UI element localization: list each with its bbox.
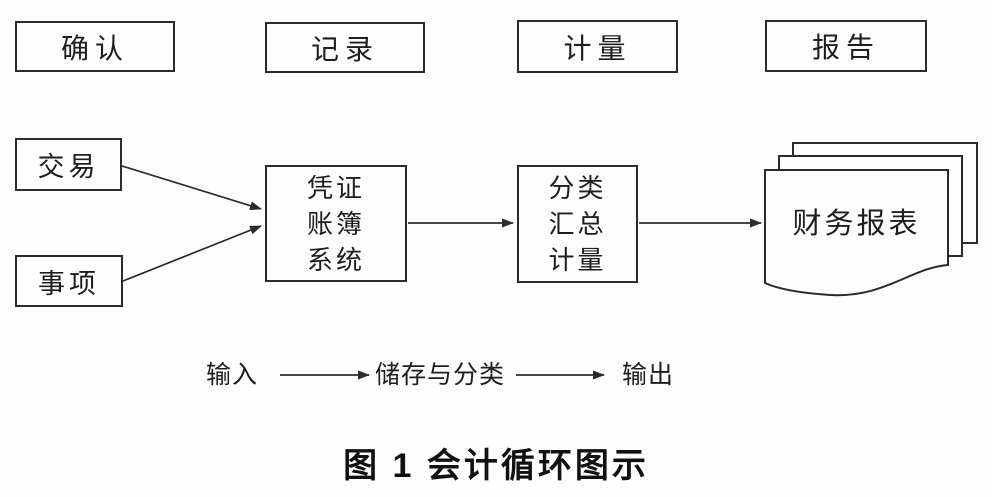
document-sheet-front	[764, 169, 949, 297]
stage-box-record: 记录	[265, 22, 425, 73]
financial-statements-text: 财务报表	[792, 208, 921, 240]
classify-line-1: 分类	[548, 173, 607, 203]
voucher-system-line-1: 凭证	[306, 172, 365, 203]
stage-label-record: 记录	[310, 33, 379, 65]
stage-box-measure: 计量	[517, 20, 678, 73]
node-event-label: 事项	[38, 268, 100, 299]
classify-line-3: 计量	[548, 245, 607, 275]
stage-box-confirm: 确认	[15, 21, 175, 72]
node-event: 事项	[15, 255, 123, 307]
stage-box-report: 报告	[765, 20, 927, 72]
figure-caption: 图 1 会计循环图示	[343, 447, 649, 485]
node-classify-summarize: 分类 汇总 计量	[517, 165, 638, 283]
flow-label-output: 输出	[621, 361, 674, 389]
financial-statements-document-stack	[764, 142, 978, 297]
flow-label-input: 输入	[205, 361, 258, 389]
arrow-event-to-voucher-system	[122, 225, 262, 282]
stage-label-measure: 计量	[563, 32, 632, 64]
arrow-transaction-to-voucher-system	[121, 165, 262, 211]
flow-label-storage: 储存与分类	[374, 361, 505, 389]
stage-label-report: 报告	[811, 32, 880, 63]
node-transaction: 交易	[15, 138, 122, 191]
classify-line-2: 汇总	[548, 209, 607, 239]
voucher-system-line-2: 账簿	[306, 208, 365, 239]
node-financial-statements-label: 财务报表	[765, 178, 948, 264]
stage-label-confirm: 确认	[60, 32, 129, 64]
node-transaction-label: 交易	[37, 152, 100, 182]
node-voucher-system: 凭证 账簿 系统	[265, 165, 407, 282]
voucher-system-line-3: 系统	[306, 244, 365, 275]
